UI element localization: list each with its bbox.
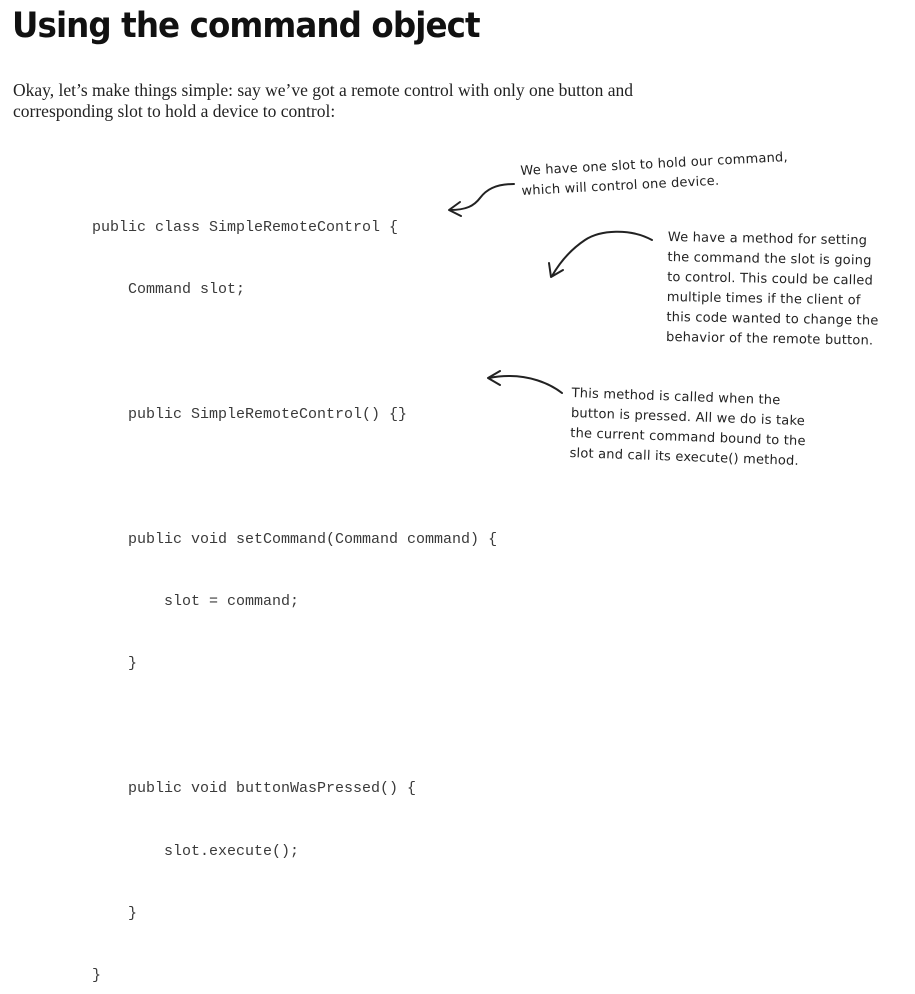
annotation-arrows <box>448 183 653 394</box>
arrow-to-button-icon <box>488 375 563 394</box>
page-title: Using the command object <box>12 6 481 46</box>
arrowhead-icon <box>548 262 564 278</box>
code-line: slot.execute(); <box>92 842 300 860</box>
arrowhead-icon <box>487 370 501 386</box>
code-line: } <box>92 655 138 673</box>
code-line <box>92 717 497 738</box>
intro-paragraph: Okay, let’s make things simple: say we’v… <box>13 80 633 121</box>
code-line: Command slot; <box>92 280 246 298</box>
code-line: public void setCommand(Command command) … <box>92 530 498 548</box>
code-line: public void buttonWasPressed() { <box>92 780 417 798</box>
arrow-to-setcommand-icon <box>551 230 653 277</box>
code-line: public class SimpleRemoteControl { <box>92 218 399 236</box>
code-line: } <box>92 904 138 922</box>
arrowhead-icon <box>448 201 462 217</box>
code-line: } <box>92 967 102 985</box>
code-line: slot = command; <box>92 592 300 610</box>
code-line: public SimpleRemoteControl() {} <box>92 405 408 423</box>
arrow-to-slot-icon <box>449 183 515 211</box>
